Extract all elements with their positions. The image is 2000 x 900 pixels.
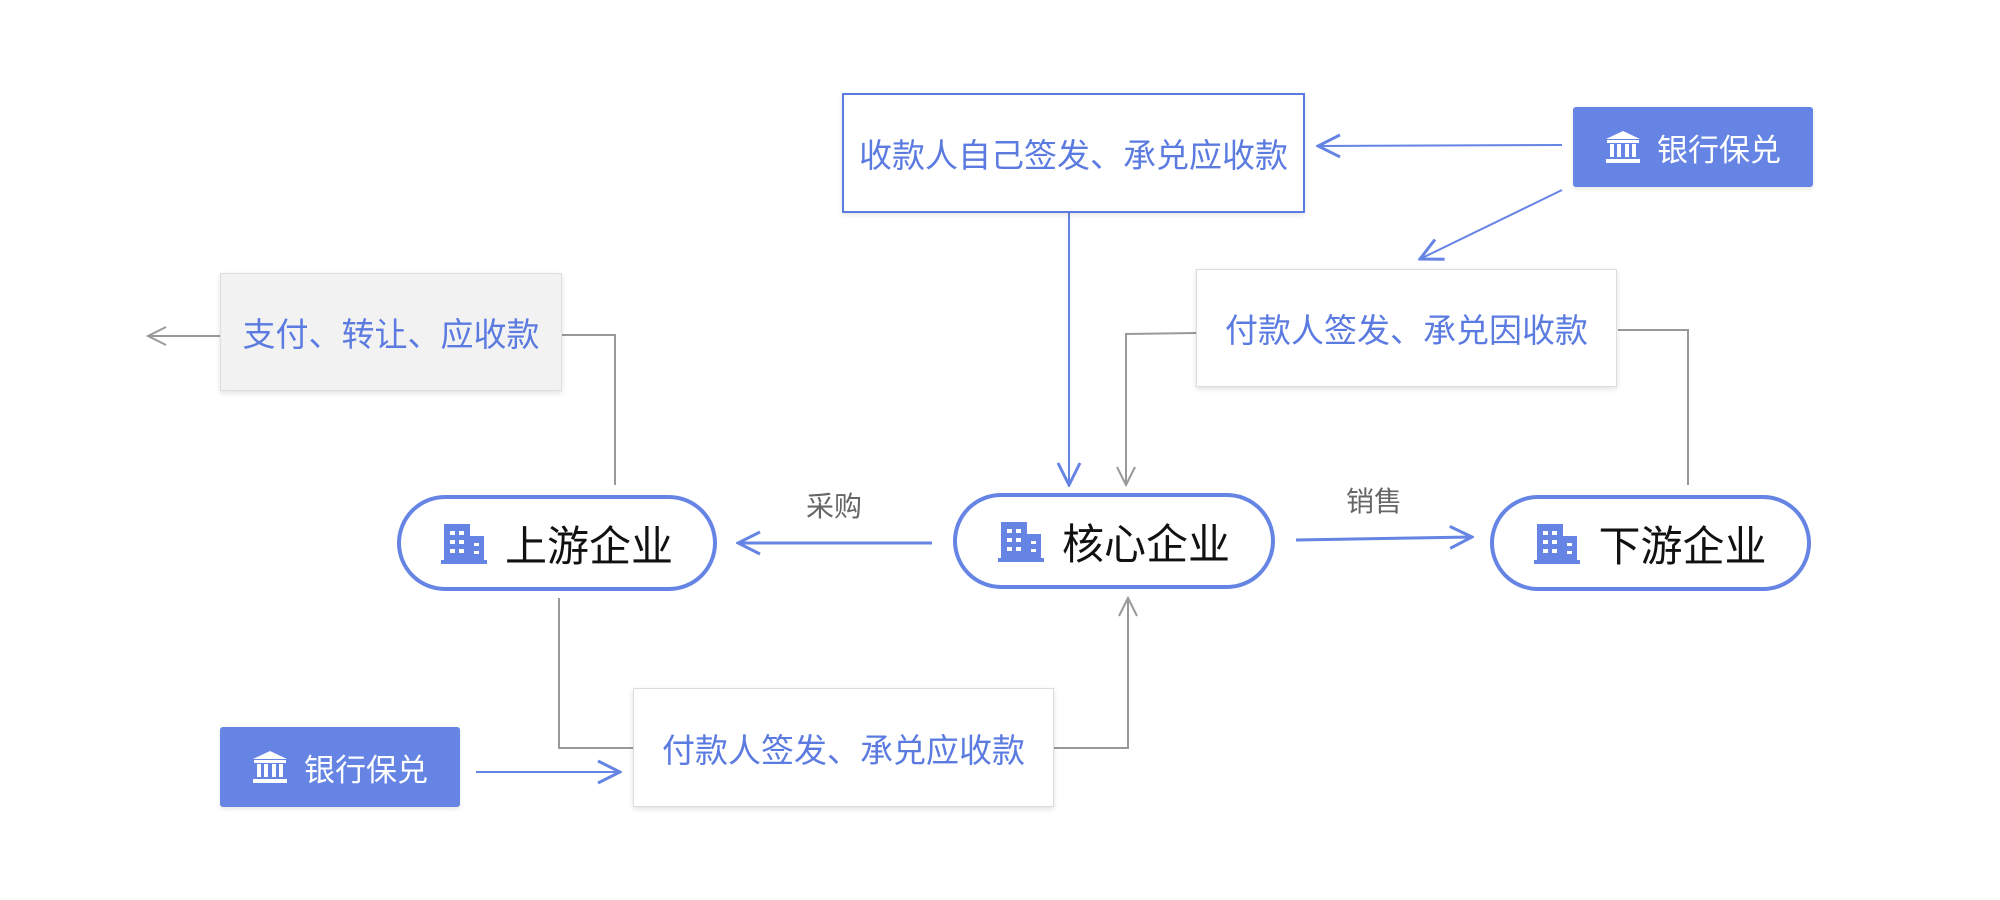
payee-self-issue-box: 收款人自己签发、承兑应收款 [842,93,1305,213]
bank-icon [1605,130,1641,164]
upstream-enterprise-label: 上游企业 [504,521,673,571]
building-icon [440,522,487,564]
downstream-enterprise-label: 下游企业 [1598,521,1767,571]
payer-issue-bottom-box: 付款人签发、承兑应收款 [633,688,1054,807]
pay-transfer-label: 支付、转让、应收款 [242,315,540,354]
bank-confirm-bottom: 银行保兑 [220,727,460,807]
pay-transfer-box: 支付、转让、应收款 [220,273,562,391]
bank-confirm-bottom-label: 银行保兑 [304,752,428,789]
payer-issue-bottom-label: 付款人签发、承兑应收款 [662,730,1025,770]
building-icon [997,520,1044,562]
upstream-enterprise-node: 上游企业 [397,495,717,591]
bank-icon [252,750,288,784]
arrow-core-to-downstream [1295,537,1472,540]
purchase-edge-label: 采购 [806,490,863,523]
line-upstream-to-payer-bottom-box [558,598,633,749]
arrow-payer-top-box-to-core [1126,332,1197,485]
arrow-bank-to-payer-top-box [1420,189,1563,259]
line-upstream-to-pay-transfer-box [561,334,616,485]
arrow-payer-bottom-box-to-core [1054,598,1128,749]
payer-issue-top-label: 付款人签发、承兑因收款 [1225,311,1588,350]
sales-edge-label: 销售 [1346,485,1403,518]
arrow-bank-to-payee-box [1318,145,1563,146]
core-enterprise-node: 核心企业 [953,493,1275,589]
payer-issue-top-box: 付款人签发、承兑因收款 [1196,269,1617,387]
line-downstream-to-payer-top-box [1618,329,1689,485]
downstream-enterprise-node: 下游企业 [1490,495,1811,591]
core-enterprise-label: 核心企业 [1061,519,1230,569]
bank-confirm-top-label: 银行保兑 [1657,132,1781,169]
payee-self-issue-label: 收款人自己签发、承兑应收款 [859,136,1288,175]
building-icon [1534,522,1581,564]
bank-confirm-top: 银行保兑 [1573,107,1813,187]
